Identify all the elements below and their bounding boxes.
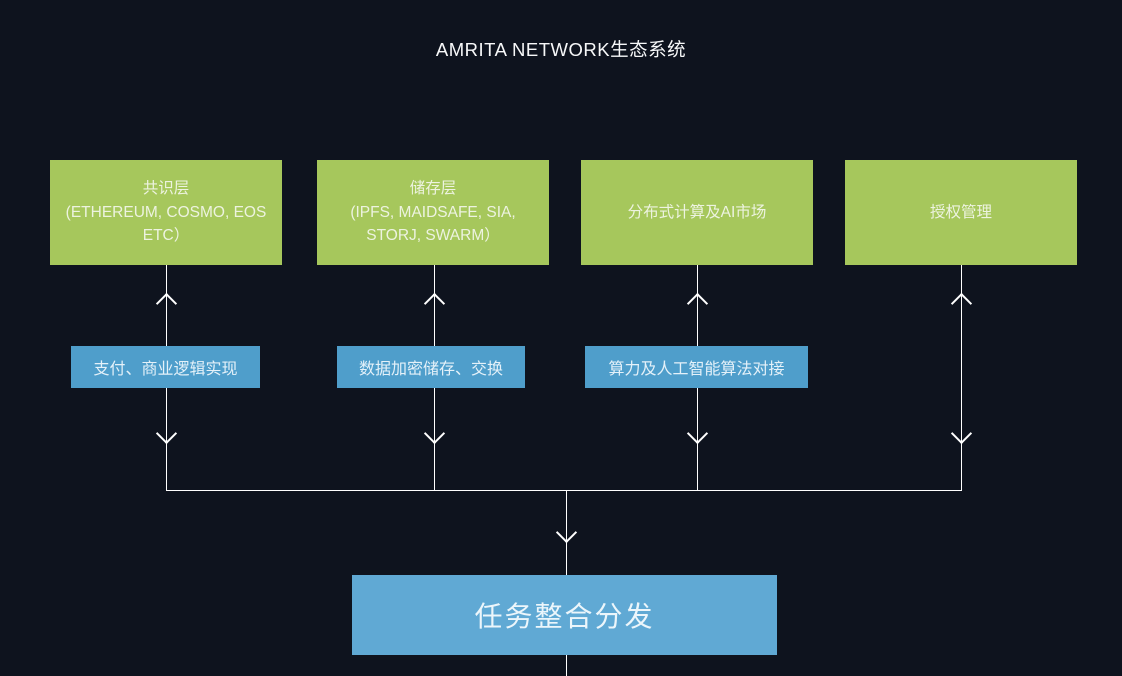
mid-box-payment-business-logic: 支付、商业逻辑实现 — [71, 346, 260, 388]
mid-box-storage-label: 数据加密储存、交换 — [358, 361, 503, 378]
top-box-distributed-compute-ai-market: 分布式计算及AI市场 — [581, 160, 813, 265]
arrow-down-icon-col1 — [155, 422, 178, 445]
top-box-authorization-line1: 授权管理 — [929, 203, 992, 221]
top-box-consensus-line2: (ETHEREUM, COSMO, EOS — [65, 203, 267, 221]
top-box-consensus-line3: ETC） — [142, 227, 190, 245]
arrow-up-icon-col4 — [950, 292, 973, 315]
top-box-consensus-line1: 共识层 — [142, 180, 190, 198]
arrow-down-icon-col2 — [423, 422, 446, 445]
tail-line — [566, 655, 567, 676]
top-box-storage-line2: (IPFS, MAIDSAFE, SIA, — [350, 203, 516, 221]
page-title: AMRITA NETWORK生态系统 — [435, 39, 687, 60]
mid-box-encrypted-storage-exchange: 数据加密储存、交换 — [337, 346, 525, 388]
arrow-down-icon-col4 — [950, 422, 973, 445]
top-box-storage-layer: 储存层 (IPFS, MAIDSAFE, SIA, STORJ, SWARM） — [317, 160, 549, 265]
arrow-down-icon-col3 — [686, 422, 709, 445]
bottom-box-label: 任务整合分发 — [474, 601, 655, 632]
mid-box-payment-label: 支付、商业逻辑实现 — [93, 361, 238, 378]
mid-box-compute-label: 算力及人工智能算法对接 — [608, 361, 785, 378]
bottom-box-task-integration-distribution: 任务整合分发 — [352, 575, 777, 655]
top-box-authorization-management: 授权管理 — [845, 160, 1077, 265]
top-box-compute-line1: 分布式计算及AI市场 — [627, 203, 767, 221]
center-drop-line — [566, 490, 567, 575]
arrow-up-icon-col2 — [423, 292, 446, 315]
arrow-up-icon-col3 — [686, 292, 709, 315]
arrow-up-icon-col1 — [155, 292, 178, 315]
bus-line — [166, 490, 962, 491]
arrow-down-icon-center — [555, 521, 578, 544]
mid-box-compute-ai-algorithm-docking: 算力及人工智能算法对接 — [585, 346, 808, 388]
connector-line-col4 — [961, 265, 962, 490]
top-box-storage-line3: STORJ, SWARM） — [366, 227, 500, 245]
top-box-consensus-layer: 共识层 (ETHEREUM, COSMO, EOS ETC） — [50, 160, 282, 265]
top-box-storage-line1: 储存层 — [409, 180, 457, 198]
